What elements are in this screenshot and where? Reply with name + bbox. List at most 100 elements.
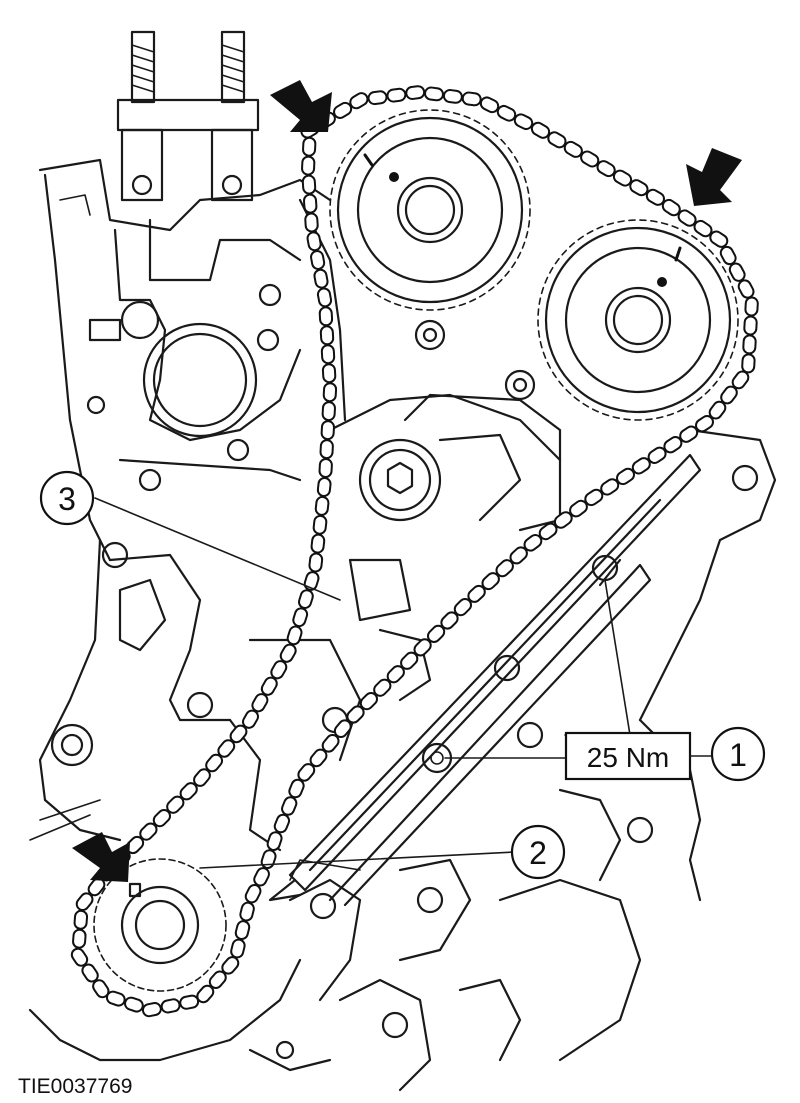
chain-link: [321, 363, 337, 384]
cylinder-head-studs: [116, 30, 260, 202]
chain-link: [580, 150, 600, 168]
chain-link: [313, 268, 329, 289]
chain-link: [303, 571, 320, 591]
svg-text:2: 2: [529, 835, 547, 871]
chain-link: [386, 87, 407, 103]
chain-link: [314, 495, 330, 516]
chain-link: [281, 796, 298, 816]
chain-link: [612, 169, 633, 187]
chain-link: [303, 193, 318, 214]
chain-link: [320, 344, 336, 365]
chain-guide-rail: [268, 453, 702, 907]
chain-link: [442, 89, 463, 104]
chain-link: [139, 822, 158, 841]
chain-link: [297, 763, 316, 782]
arrow-down-right-icon: [270, 80, 332, 132]
oil-pump-housing: [86, 283, 302, 492]
chain-link: [553, 511, 573, 529]
chain-link: [230, 938, 246, 959]
chain-link: [677, 209, 697, 227]
chain-link: [322, 382, 338, 403]
chain-link: [304, 212, 319, 233]
chain-link: [310, 533, 326, 554]
engine-housing: [28, 30, 777, 1092]
callout-1: 1: [710, 726, 766, 782]
chain-link: [288, 778, 305, 799]
timing-chain: [70, 85, 759, 1018]
chain-link: [349, 92, 369, 110]
chain-link: [367, 90, 388, 106]
callout-3: 3: [39, 470, 95, 526]
chain-link: [319, 439, 334, 460]
chain-link: [663, 436, 683, 454]
chain-link: [298, 589, 314, 609]
chain-link: [141, 1002, 162, 1018]
chain-link: [266, 831, 283, 851]
chain-link: [301, 155, 316, 176]
chain-link: [495, 559, 514, 578]
chain-link: [124, 996, 144, 1013]
chain-link: [320, 420, 335, 441]
chain-link: [333, 719, 352, 739]
chain-link: [286, 625, 303, 646]
chain-link: [319, 325, 335, 346]
chain-link: [728, 262, 746, 282]
chain-link: [308, 552, 324, 573]
chain-link: [302, 136, 317, 157]
figure-reference-code: TIE0037769: [18, 1075, 132, 1098]
chain-link: [467, 584, 486, 603]
torque-spec-box: 25 Nm: [564, 731, 692, 781]
left-camshaft-sprocket: [329, 109, 531, 311]
chain-link: [292, 607, 309, 628]
chain-link: [346, 705, 365, 724]
chain-link: [742, 334, 757, 355]
chain-link: [196, 984, 215, 1004]
chain-link: [318, 458, 333, 478]
chain-link: [479, 96, 500, 114]
guide-bolt: [493, 654, 521, 682]
chain-link: [629, 179, 649, 197]
timing-mark-dot: [657, 277, 667, 287]
chain-link: [273, 813, 291, 834]
chain-link: [709, 230, 729, 248]
chain-link: [234, 920, 251, 941]
chain-link: [72, 928, 87, 949]
chain-link: [301, 174, 317, 195]
svg-text:25 Nm: 25 Nm: [587, 742, 669, 773]
chain-link: [563, 140, 583, 158]
chain-link: [244, 884, 262, 904]
chain-link: [316, 287, 333, 308]
chain-link: [306, 231, 322, 252]
chain-link: [160, 998, 181, 1014]
chain-link: [70, 947, 89, 967]
chain-link: [744, 296, 759, 317]
svg-text:1: 1: [729, 737, 747, 773]
chain-link: [179, 782, 198, 801]
chain-link: [631, 457, 651, 475]
chain-link: [547, 131, 567, 149]
chain-link: [743, 315, 758, 336]
chain-link: [279, 643, 297, 663]
right-camshaft-sprocket: [537, 219, 739, 421]
arrow-down-left-icon: [686, 148, 742, 206]
chain-link: [569, 499, 588, 518]
crankshaft-sprocket: [93, 858, 227, 992]
chain-link: [461, 91, 482, 107]
chain-link: [179, 994, 200, 1010]
chain-link: [260, 849, 277, 869]
chain-link: [310, 250, 326, 270]
chain-link: [318, 306, 334, 327]
chain-link: [312, 514, 328, 535]
chain-link: [239, 901, 255, 922]
chain-link: [260, 676, 278, 696]
callout-2: 2: [510, 824, 566, 880]
svg-text:3: 3: [58, 481, 76, 517]
chain-link: [600, 478, 620, 496]
timing-mark-dot: [389, 172, 399, 182]
chain-link: [424, 86, 444, 102]
chain-link: [321, 401, 336, 422]
chain-link: [316, 477, 332, 497]
arrow-down-right-icon: [72, 832, 130, 882]
chain-link: [513, 113, 534, 131]
